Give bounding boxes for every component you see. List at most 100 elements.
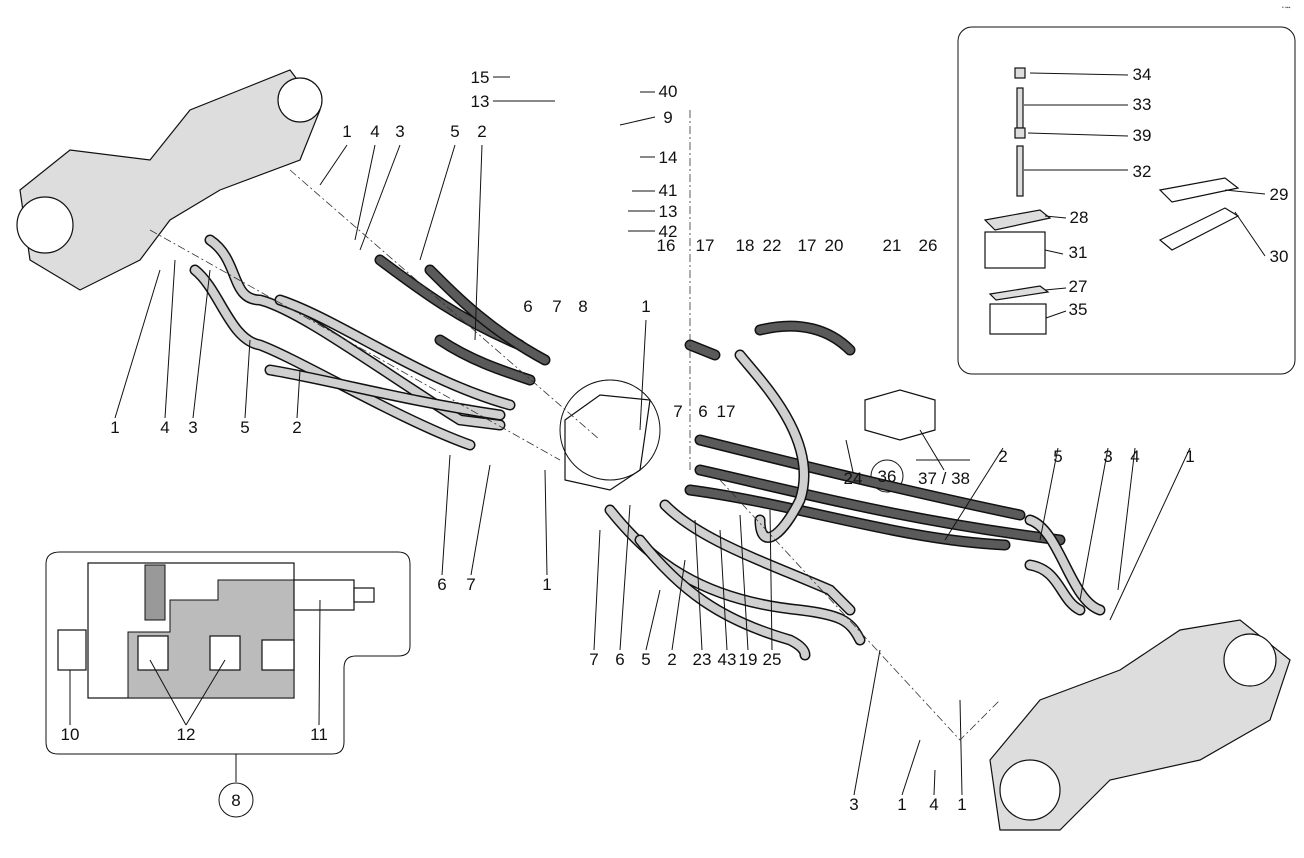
leader-line [639, 319, 647, 431]
leader-line [671, 559, 686, 651]
leader-line [1079, 447, 1109, 601]
callout-41: 41 [659, 181, 678, 200]
callout-12: 12 [177, 725, 196, 744]
callout-11: 11 [310, 725, 328, 744]
callout-3: 3 [1103, 447, 1112, 466]
callout-6: 6 [523, 297, 532, 316]
callout-10: 10 [61, 725, 80, 744]
callout-25: 25 [763, 650, 782, 669]
callout-18: 18 [736, 236, 755, 255]
callout-5: 5 [450, 122, 459, 141]
leader-line [739, 514, 749, 651]
callout-43: 43 [718, 650, 737, 669]
hydraulic-hose [436, 336, 534, 384]
callout-5: 5 [641, 650, 650, 669]
callout-17: 17 [798, 236, 817, 255]
centre-line [149, 229, 561, 461]
callout-2: 2 [998, 447, 1007, 466]
hydraulic-hose [756, 322, 854, 354]
callout-27: 27 [1069, 277, 1088, 296]
leader-line [470, 464, 491, 576]
callout-17: 17 [696, 236, 715, 255]
hydraulic-hose [696, 436, 1024, 519]
leader-line [933, 769, 936, 796]
callout-29: 29 [1270, 185, 1289, 204]
callout-13: 13 [471, 92, 490, 111]
callout-15: 15 [471, 68, 490, 87]
callout-20: 20 [825, 236, 844, 255]
leader-line [441, 454, 451, 576]
hydraulic-hose [426, 266, 549, 364]
leader-line [853, 649, 881, 796]
callout-21: 21 [883, 236, 902, 255]
callout-6: 6 [615, 650, 624, 669]
hydraulic-hose [1026, 561, 1084, 614]
clamp-parts [983, 67, 1240, 335]
inset-clamp-parts [957, 26, 1296, 375]
leader-line [694, 519, 703, 651]
callout-7: 7 [589, 650, 598, 669]
callout-3738: 37 / 38 [918, 469, 970, 488]
front-axle [16, 69, 323, 291]
callout-5: 5 [240, 418, 249, 437]
callout-2: 2 [477, 122, 486, 141]
callout-42: 42 [659, 222, 678, 241]
leader-line [919, 429, 945, 471]
callout-39: 39 [1133, 126, 1152, 145]
callout-1: 1 [342, 122, 351, 141]
hydraulic-hose [1026, 516, 1104, 614]
centre-line [719, 479, 1001, 741]
leader-line [1044, 287, 1067, 291]
callout-13: 13 [659, 202, 678, 221]
callout-31: 31 [1069, 243, 1088, 262]
hoses [189, 234, 1106, 661]
leader-line [959, 699, 963, 796]
callout-8: 8 [578, 297, 587, 316]
leader-line [1045, 310, 1067, 319]
callout-40: 40 [659, 82, 678, 101]
callout-3: 3 [188, 418, 197, 437]
callout-26: 26 [919, 236, 938, 255]
callout-9: 9 [663, 108, 672, 127]
hydraulic-hose [636, 536, 809, 659]
callout-1: 1 [897, 795, 906, 814]
callout-4: 4 [929, 795, 938, 814]
rear-axle [989, 619, 1291, 831]
callout-1: 1 [110, 418, 119, 437]
leader-line [1039, 447, 1059, 541]
leader-line [359, 144, 401, 251]
callout-4: 4 [370, 122, 379, 141]
leader-line [419, 144, 456, 261]
leader-line [1234, 211, 1266, 257]
callout-17: 17 [717, 402, 736, 421]
hydraulic-hose [736, 351, 809, 542]
leader-line [719, 529, 728, 651]
leader-line [1109, 447, 1191, 621]
leader-line [1117, 447, 1136, 591]
hydraulic-hose [206, 236, 504, 429]
callout-16: 16 [657, 236, 676, 255]
corner-mark: • ▪▪▪ [1282, 5, 1291, 11]
callout-1: 1 [542, 575, 551, 594]
callout-1: 1 [1185, 447, 1194, 466]
leader-line [1027, 132, 1129, 137]
leader-line [1029, 72, 1129, 76]
callout-8: 8 [231, 791, 240, 810]
hydraulic-hose [661, 501, 854, 614]
leader-line [149, 659, 187, 726]
callout-14: 14 [659, 148, 678, 167]
callout-7: 7 [466, 575, 475, 594]
hydraulic-hose [696, 466, 1064, 544]
leader-line [296, 369, 301, 419]
hydraulic-hose [686, 486, 1009, 549]
leader-line [164, 259, 176, 419]
leader-line [192, 269, 211, 419]
leader-lines [69, 72, 1266, 796]
callout-23: 23 [693, 650, 712, 669]
callout-28: 28 [1070, 208, 1089, 227]
callout-22: 22 [763, 236, 782, 255]
callout-19: 19 [739, 650, 758, 669]
